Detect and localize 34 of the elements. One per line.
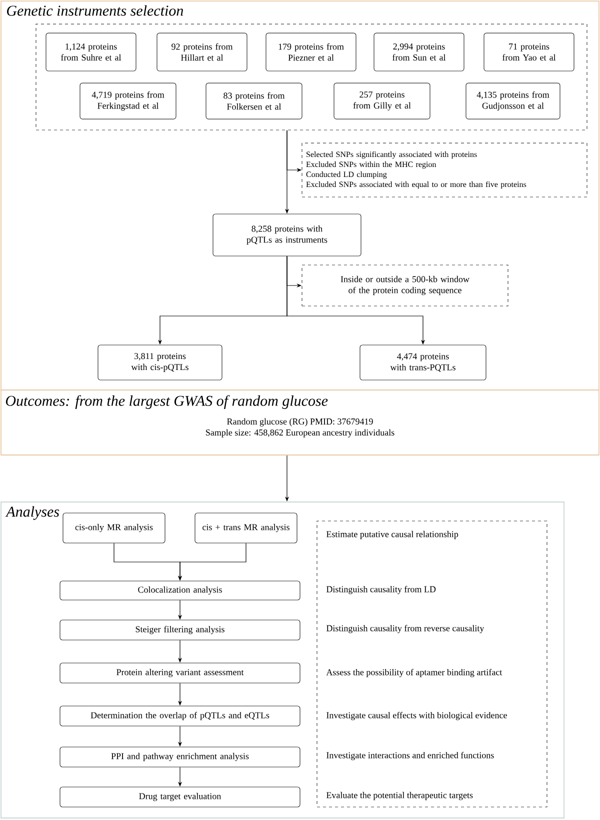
- process-box: 8,258 proteins with pQTLs as instruments: [212, 214, 362, 256]
- process-box: Determination the overlap of pQTLs and eQTLs: [60, 706, 300, 726]
- description-text: Investigate causal effects with biological evidence: [326, 712, 507, 720]
- description-text: Distinguish causality from reverse causality: [326, 624, 484, 634]
- process-box: 179 proteins from Piezner et al: [266, 32, 356, 72]
- process-box: 4,719 proteins from Ferkingstad et al: [80, 82, 176, 120]
- process-box: 1,124 proteins from Suhre et al: [46, 32, 136, 72]
- description-text: Investigate interactions and enriched functions: [326, 752, 494, 760]
- process-box: 4,474 proteins with trans-PQTLs: [360, 344, 486, 380]
- process-box: Steiger filtering analysis: [60, 620, 300, 640]
- process-box: 83 proteins from Folkersen et al: [206, 82, 302, 120]
- process-box: Protein altering variant assessment: [60, 662, 300, 684]
- note-box: Selected SNPs significantly associated with proteins Excluded SNPs within the MHC region Conducted LD clumping Excluded SNPs associated with equal to or more than five proteins: [302, 142, 588, 198]
- process-box: 2,994 proteins from Sun et al: [374, 32, 464, 72]
- process-box: 257 proteins from Gilly et al: [334, 82, 430, 120]
- process-box: 92 proteins from Hillart et al: [156, 32, 248, 72]
- process-box: PPI and pathway enrichment analysis: [60, 746, 300, 768]
- description-text: Evaluate the potential therapeutic targets: [326, 792, 473, 800]
- process-box: Colocalization analysis: [60, 580, 300, 600]
- panel-title: Analyses: [5, 506, 60, 520]
- process-box: cis-only MR analysis: [62, 512, 166, 544]
- process-box: 71 proteins from Yao et al: [484, 32, 574, 72]
- description-text: Estimate putative causal relationship: [326, 530, 458, 540]
- process-box: cis + trans MR analysis: [194, 512, 298, 544]
- process-box: 3,811 proteins with cis-pQTLs: [98, 344, 222, 380]
- process-box: 4,135 proteins from Gudjonsson et al: [466, 82, 560, 120]
- description-text: Assess the possibility of aptamer binding artifact: [326, 668, 502, 678]
- panel-title: Genetic instruments selection: [7, 5, 184, 16]
- outcome-text: Random glucose (RG) PMID: 37679419 Sample size: 458,862 European ancestry individuals: [206, 418, 394, 438]
- panel-title: Outcomes: from the largest GWAS of random glucose: [6, 395, 328, 409]
- description-text: Distinguish causality from LD: [326, 586, 436, 594]
- note-box: Inside or outside a 500-kb window of the protein coding sequence: [302, 264, 508, 306]
- process-box: Drug target evaluation: [60, 786, 300, 808]
- dashed-group-box: [36, 24, 588, 130]
